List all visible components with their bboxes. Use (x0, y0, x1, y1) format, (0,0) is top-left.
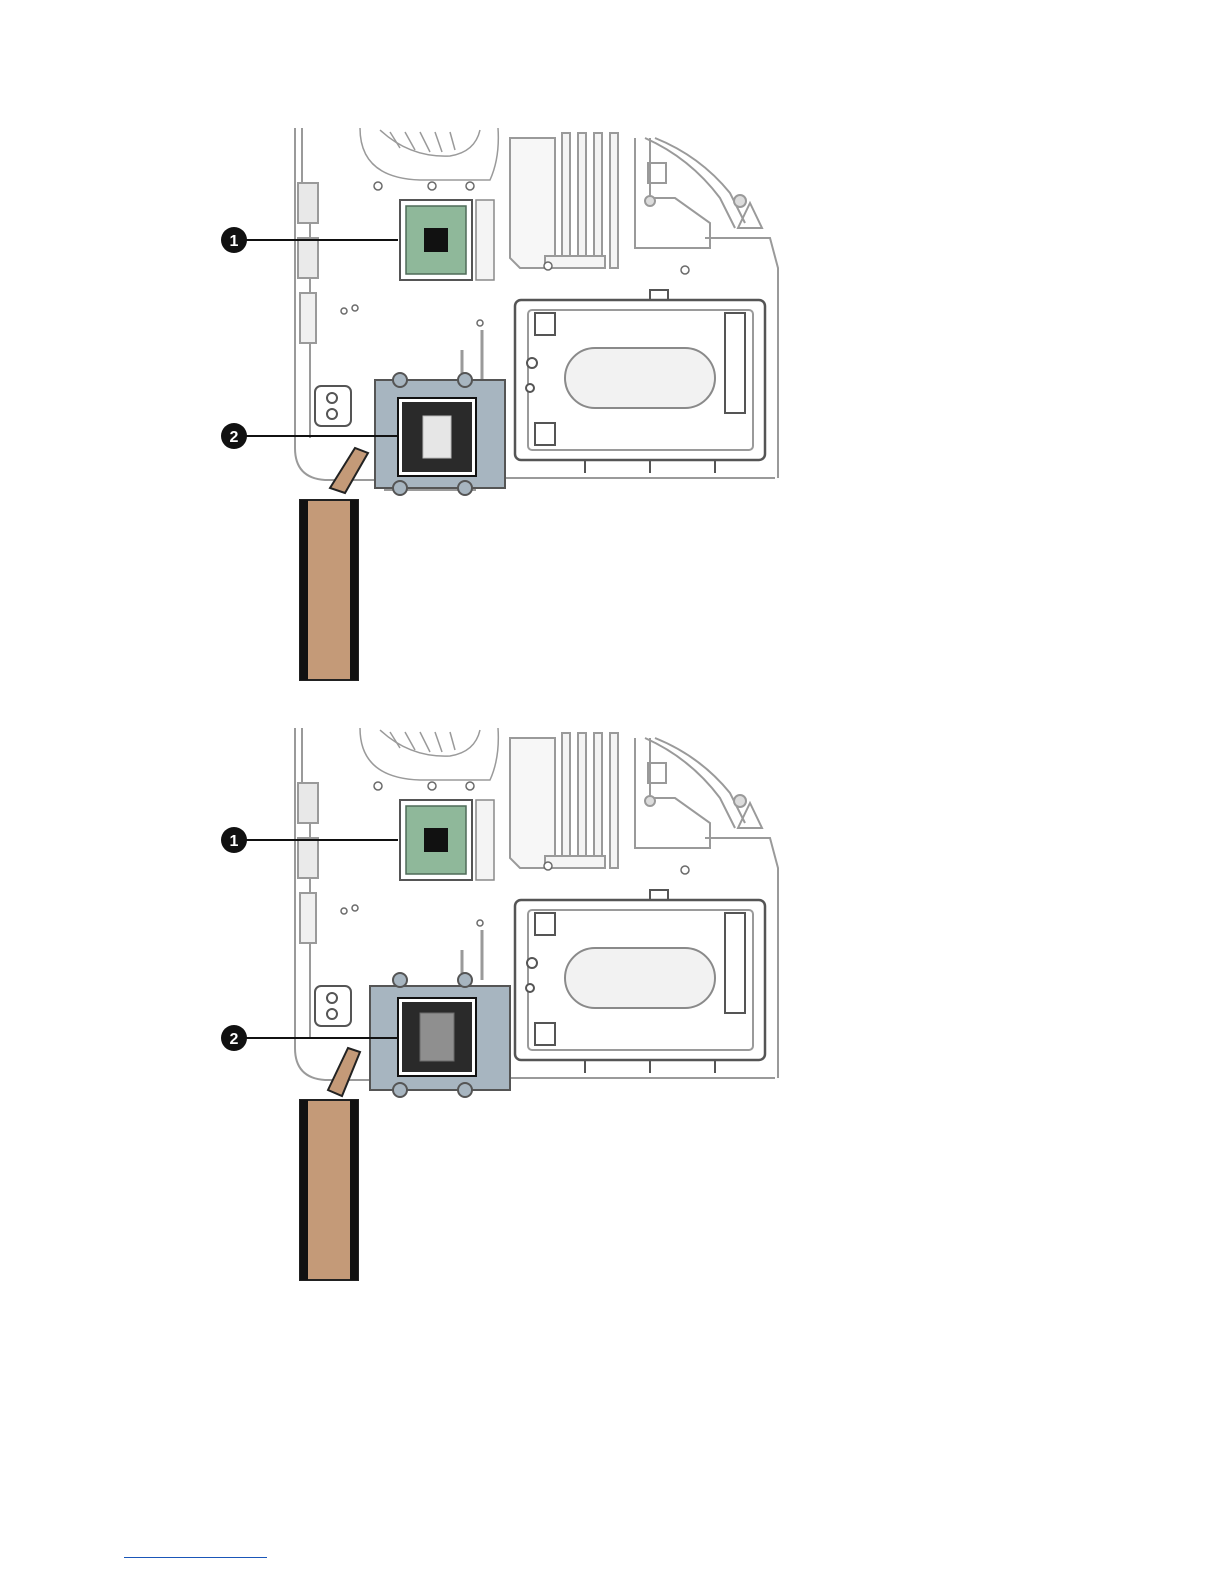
thermal-pad (300, 448, 368, 680)
memory-slots (510, 133, 618, 268)
power-connector (315, 986, 351, 1026)
footnote-separator (124, 1557, 267, 1558)
illustration-system-board: 1 2 (210, 718, 790, 1298)
heat-spreader (370, 973, 510, 1097)
callout-1: 1 (221, 827, 247, 853)
callout-1-label: 1 (230, 833, 239, 850)
callout-2-label: 2 (230, 1031, 239, 1048)
power-connector (315, 386, 351, 426)
heat-spreader (375, 373, 505, 495)
processor (400, 200, 494, 280)
thermal-pad (300, 1048, 360, 1280)
callout-2-label: 2 (230, 429, 239, 446)
hard-drive-bay (515, 890, 765, 1073)
callout-1: 1 (221, 227, 247, 253)
callout-2: 2 (221, 423, 247, 449)
processor (400, 800, 494, 880)
wlan-module (635, 738, 778, 1078)
memory-slots (510, 733, 618, 868)
figure-processor-heatsink-bottom: 1 2 (210, 718, 790, 1298)
fan-icon (360, 728, 498, 780)
figure-processor-heatsink-top: 1 2 (210, 118, 790, 698)
illustration-system-board: 1 2 (210, 118, 790, 698)
wlan-module (635, 138, 778, 478)
hard-drive-bay (515, 290, 765, 473)
fan-icon (360, 128, 498, 180)
callout-1-label: 1 (230, 233, 239, 250)
callout-2: 2 (221, 1025, 247, 1051)
